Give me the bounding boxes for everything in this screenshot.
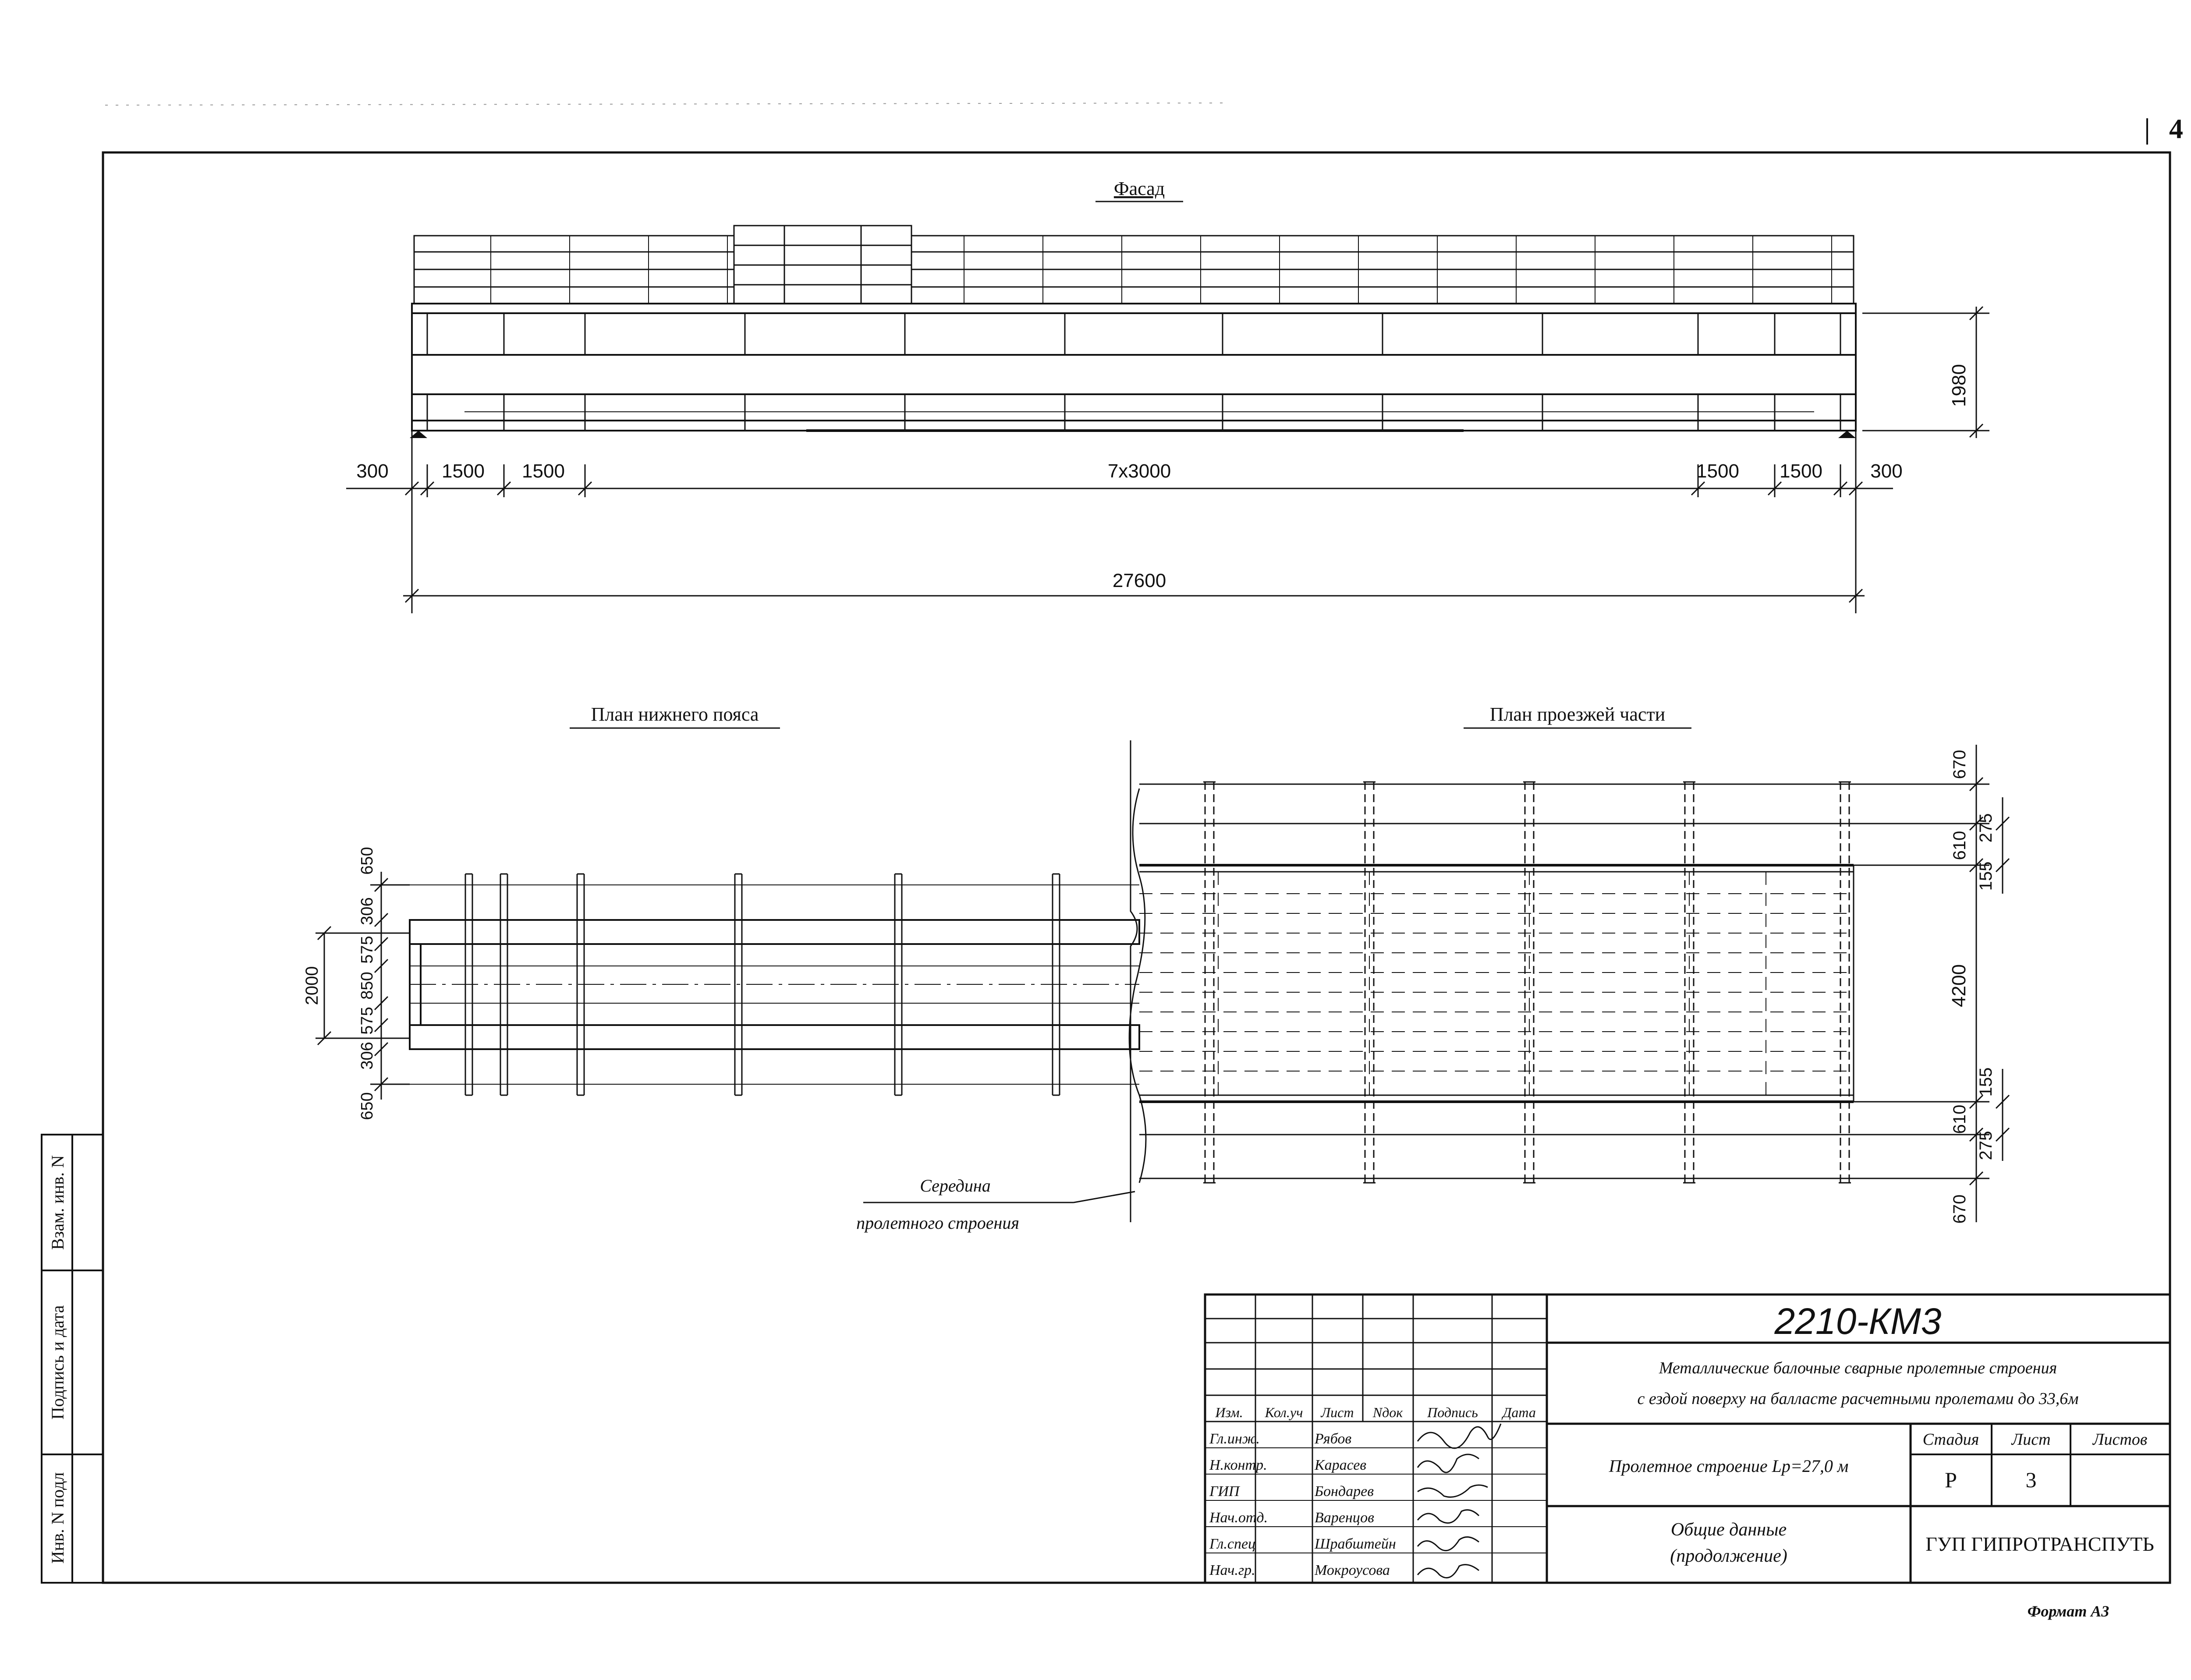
dim-deck-610-bottom: 610 [1950,1105,1969,1134]
dim-facade-right-end: 300 [1870,460,1902,482]
stage-label: Стадия [1923,1430,1979,1449]
dim-deck-275-top: 275 [1976,813,1996,843]
doc-code: 2210-КМ3 [1774,1301,1941,1342]
midspan-label-line1: Середина [920,1176,991,1195]
deck-plan: План проезжей части [1128,704,2010,1224]
name-2: Карасев [1314,1457,1366,1473]
hdr-ndok: Nдок [1372,1404,1404,1420]
dim-deck-155-bottom: 155 [1976,1068,1996,1097]
sheet-frame [102,151,2171,1584]
dim-chord-575-bottom: 575 [358,1007,376,1034]
organization: ГУП ГИПРОТРАНСПУТЬ [1925,1533,2154,1555]
dim-facade-left-end: 300 [356,460,388,482]
bottom-chord-plan: План нижнего пояса 650 306 575 [302,704,1140,1222]
signatures [1417,1423,1502,1579]
role-2: Н.контр. [1209,1457,1267,1473]
hdr-kol: Кол.уч [1265,1404,1303,1420]
dim-facade-total: 27600 [1113,570,1166,591]
dim-deck-275-bottom: 275 [1976,1131,1996,1160]
name-4: Варенцов [1315,1510,1374,1526]
content-line2: (продолжение) [1670,1546,1787,1566]
dim-chord-width: 2000 [302,966,322,1005]
sheet-value: 3 [2026,1468,2037,1492]
hdr-data: Дата [1501,1404,1536,1420]
role-6: Нач.гр. [1209,1562,1255,1578]
dim-facade-right-p2: 1500 [1780,460,1822,482]
hdr-list: Лист [1321,1404,1354,1420]
dim-chord-306-bottom: 306 [358,1042,376,1069]
midspan-label-line2: пролетного строения [856,1213,1019,1233]
dim-chord-850: 850 [358,972,376,999]
name-1: Рябов [1314,1431,1351,1447]
role-3: ГИП [1209,1483,1241,1500]
format-label: Формат А3 [2028,1602,2109,1620]
dim-deck-670-top: 670 [1950,750,1969,779]
sheets-label: Листов [2092,1430,2148,1449]
role-1: Гл.инж. [1209,1431,1260,1447]
hdr-podpis: Подпись [1427,1404,1478,1420]
deck-plan-title: План проезжей части [1490,704,1665,725]
page-number: 4 [2169,113,2183,144]
side-stamp-inv-podl: Инв. N подл [48,1472,67,1564]
hdr-izm: Изм. [1215,1404,1243,1420]
side-stamp-podpis: Подпись и дата [48,1305,67,1419]
role-4: Нач.отд. [1209,1510,1268,1526]
dim-deck-width: 4200 [1948,964,1970,1007]
dim-chord-650-top: 650 [358,847,376,874]
doc-title-line1: Металлические балочные сварные пролетные… [1659,1359,2057,1377]
dim-chord-306-top: 306 [358,897,376,925]
facade-title: Фасад [1114,178,1165,199]
facade-view: Фасад [346,178,1989,613]
name-5: Шрабштейн [1314,1536,1396,1552]
name-3: Бондарев [1314,1483,1374,1500]
dim-deck-610-top: 610 [1950,831,1969,860]
object-name: Пролетное строение Lp=27,0 м [1609,1456,1849,1476]
dim-facade-left-p2: 1500 [522,460,565,482]
dim-chord-575-top: 575 [358,936,376,963]
name-6: Мокроусова [1314,1562,1390,1578]
midspan-annotation: Середина пролетного строения [856,1176,1135,1233]
bottom-chord-title: План нижнего пояса [591,704,759,725]
sheet-label: Лист [2011,1430,2050,1449]
dim-facade-right-p1: 1500 [1696,460,1739,482]
dim-facade-middle: 7x3000 [1108,460,1171,482]
dim-deck-670-bottom: 670 [1950,1195,1969,1224]
side-stamp-vzam: Взам. инв. N [48,1155,67,1250]
dim-facade-left-p1: 1500 [442,460,485,482]
dim-deck-155-top: 155 [1976,862,1996,891]
side-stamp [41,1134,104,1584]
dim-facade-height: 1980 [1948,364,1970,407]
role-5: Гл.спец [1209,1536,1255,1552]
stage-value: Р [1945,1468,1957,1492]
doc-title-line2: с ездой поверху на балласте расчетными п… [1637,1390,2078,1408]
dim-chord-650-bottom: 650 [358,1092,376,1120]
content-line1: Общие данные [1671,1520,1787,1540]
